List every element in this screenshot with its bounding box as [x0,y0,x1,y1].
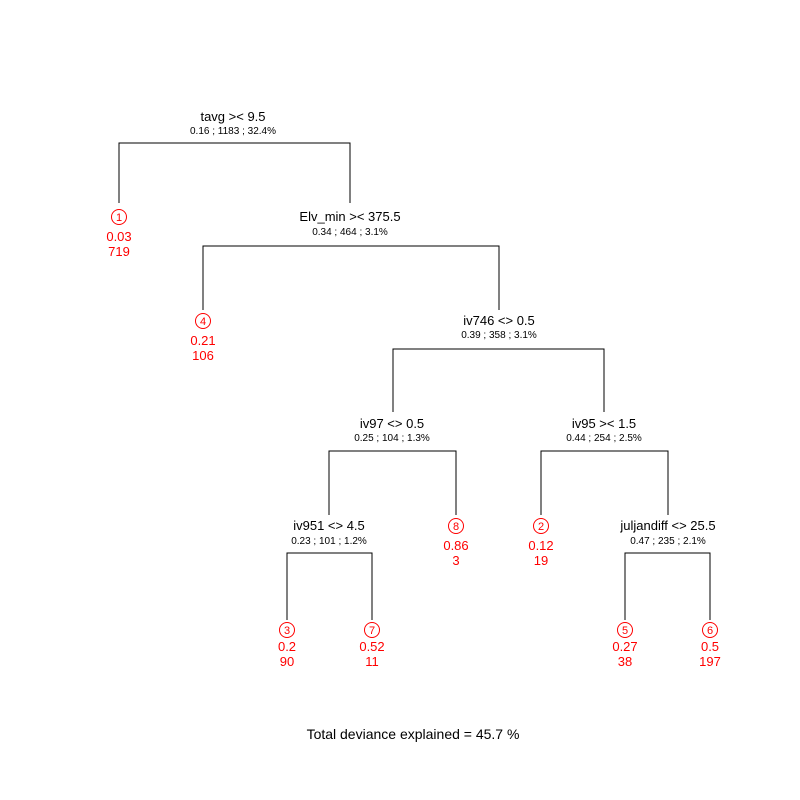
leaf-number: 6 [707,625,713,637]
leaf-count: 3 [452,553,459,568]
leaf-number-circle [448,518,464,534]
edge-root [118,142,351,203]
leaf-node-5: 5 0.27 38 [612,622,638,669]
leaf-count: 11 [365,654,379,669]
leaf-value: 0.03 [106,229,131,244]
leaf-number: 8 [453,521,459,533]
leaf-number: 4 [200,316,206,328]
split-node-root: tavg >< 9.5 0.16 ; 1183 ; 32.4% [190,109,276,137]
split-label: tavg >< 9.5 [200,109,265,124]
edge-iv95 [540,450,669,515]
leaf-count: 19 [534,553,548,568]
leaf-node-6: 6 0.5 197 [699,622,721,669]
split-node-elv-min: Elv_min >< 375.5 0.34 ; 464 ; 3.1% [299,209,400,238]
leaf-number-circle [111,209,127,225]
leaf-node-4: 4 0.21 106 [190,313,216,363]
leaf-number-circle [279,622,295,638]
leaf-node-7: 7 0.52 11 [359,622,385,669]
leaf-value: 0.12 [528,538,553,553]
split-stats: 0.23 ; 101 ; 1.2% [291,536,367,547]
leaf-value: 0.21 [190,333,215,348]
split-label: iv746 <> 0.5 [463,313,535,328]
split-node-juljandiff: juljandiff <> 25.5 0.47 ; 235 ; 2.1% [619,518,715,547]
deviance-explained-caption: Total deviance explained = 45.7 % [307,726,520,742]
leaf-number: 2 [538,521,544,533]
tree-edges [118,142,711,620]
split-label: iv951 <> 4.5 [293,518,365,533]
leaf-value: 0.86 [443,538,468,553]
split-label: Elv_min >< 375.5 [299,209,400,224]
edge-elv [202,245,500,310]
leaf-value: 0.27 [612,639,637,654]
edge-iv951 [286,552,373,620]
leaf-count: 719 [108,244,130,259]
split-stats: 0.25 ; 104 ; 1.3% [354,433,430,444]
leaf-node-8: 8 0.86 3 [443,518,469,568]
leaf-number-circle [617,622,633,638]
leaf-value: 0.52 [359,639,384,654]
split-stats: 0.47 ; 235 ; 2.1% [630,536,706,547]
split-node-iv97: iv97 <> 0.5 0.25 ; 104 ; 1.3% [354,416,430,444]
leaf-number: 5 [622,625,628,637]
split-stats: 0.44 ; 254 ; 2.5% [566,433,642,444]
leaf-number-circle [195,313,211,329]
split-node-iv95: iv95 >< 1.5 0.44 ; 254 ; 2.5% [566,416,642,444]
leaf-value: 0.2 [278,639,296,654]
edge-iv746 [392,348,605,412]
leaf-value: 0.5 [701,639,719,654]
split-node-iv951: iv951 <> 4.5 0.23 ; 101 ; 1.2% [291,518,367,547]
leaf-node-1: 1 0.03 719 [106,209,132,259]
leaf-number: 3 [284,625,290,637]
split-node-iv746: iv746 <> 0.5 0.39 ; 358 ; 3.1% [461,313,537,341]
leaf-number-circle [364,622,380,638]
leaf-count: 106 [192,348,214,363]
split-label: iv95 >< 1.5 [572,416,636,431]
edge-juljandiff [624,552,711,620]
edge-iv97 [328,450,457,515]
split-stats: 0.39 ; 358 ; 3.1% [461,330,537,341]
leaf-number-circle [533,518,549,534]
leaf-number: 1 [116,212,122,224]
leaf-node-2: 2 0.12 19 [528,518,554,568]
leaf-number: 7 [369,625,375,637]
split-stats: 0.16 ; 1183 ; 32.4% [190,126,276,137]
leaf-count: 38 [618,654,632,669]
leaf-count: 197 [699,654,721,669]
split-label: iv97 <> 0.5 [360,416,424,431]
split-stats: 0.34 ; 464 ; 3.1% [312,227,388,238]
split-label: juljandiff <> 25.5 [619,518,715,533]
leaf-count: 90 [280,654,294,669]
leaf-node-3: 3 0.2 90 [278,622,296,669]
leaf-number-circle [702,622,718,638]
